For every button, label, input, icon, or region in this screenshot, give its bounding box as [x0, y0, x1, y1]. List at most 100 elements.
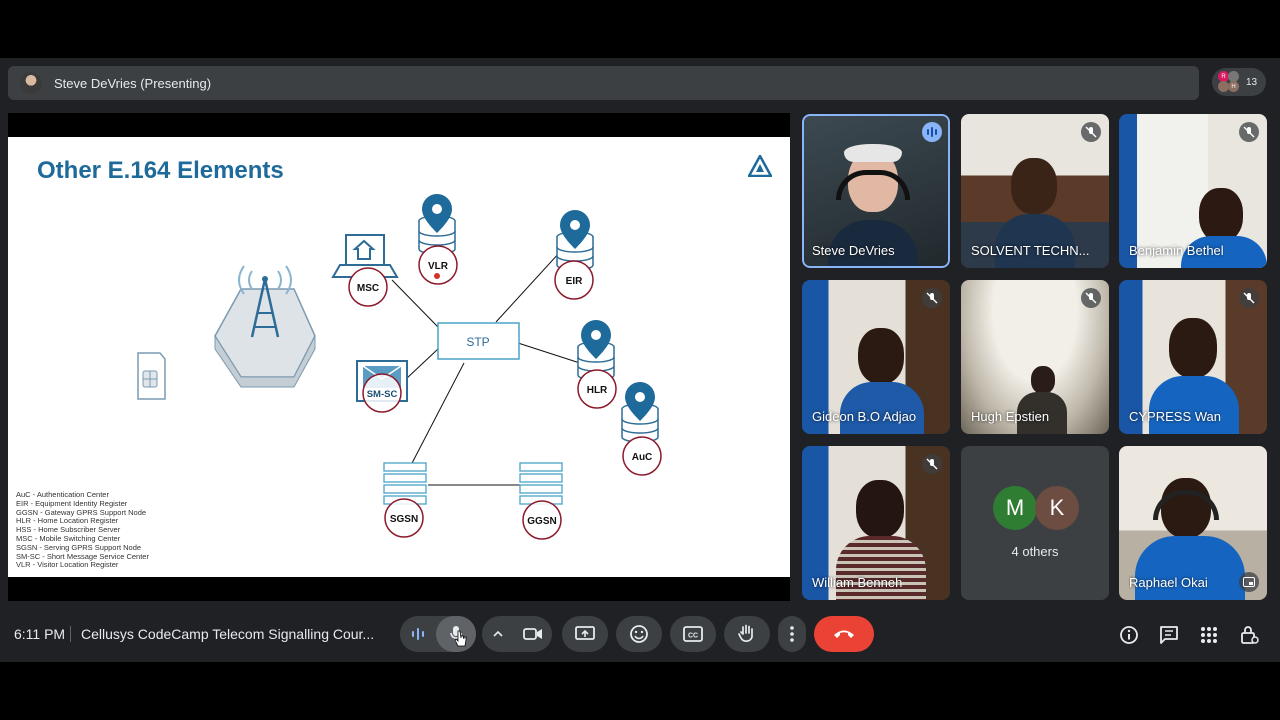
chevron-up-icon[interactable] — [493, 630, 503, 638]
auc-label: AuC — [632, 452, 653, 463]
ggsn-node: GGSN — [519, 462, 563, 540]
more-options-button[interactable] — [778, 616, 806, 652]
participant-name: SOLVENT TECHN... — [971, 243, 1090, 258]
video-feed — [828, 142, 918, 268]
letterbox-bottom — [0, 662, 1280, 720]
participant-name: CYPRESS Wan — [1129, 409, 1221, 424]
others-label: 4 others — [1011, 544, 1059, 559]
present-screen-button[interactable] — [562, 616, 608, 652]
mic-off-icon — [1239, 288, 1259, 308]
audio-level-icon — [411, 628, 425, 640]
meeting-title: Cellusys CodeCamp Telecom Signalling Cou… — [81, 626, 375, 642]
legend-item: EIR - Equipment Identity Register — [16, 498, 128, 508]
emoji-icon — [630, 625, 648, 643]
participant-tile-cypress-wan[interactable]: CYPRESS Wan — [1119, 280, 1267, 434]
slide-legend: AuC - Authentication Center EIR - Equipm… — [16, 490, 149, 570]
smsc-node: SM-SC — [356, 360, 408, 413]
legend-item: SGSN - Serving GPRS Support Node — [16, 542, 142, 552]
mic-off-icon — [1239, 122, 1259, 142]
present-screen-icon — [575, 626, 595, 640]
reactions-button[interactable] — [616, 616, 662, 652]
mini-avatar: H — [1228, 81, 1239, 92]
mouse-pointer-icon — [454, 630, 467, 647]
active-speaker-outline — [802, 114, 950, 268]
microphone-icon[interactable] — [436, 616, 476, 652]
host-controls-button[interactable] — [1238, 624, 1260, 646]
others-tile[interactable]: M K 4 others — [961, 446, 1109, 600]
participant-name: Raphael Okai — [1129, 575, 1208, 590]
participant-tile-benjamin-bethel[interactable]: Benjamin Bethel — [1119, 114, 1267, 268]
presentation-slide: Other E.164 Elements — [8, 137, 790, 577]
hlr-label: HLR — [587, 385, 608, 396]
camera-icon[interactable] — [514, 616, 552, 652]
legend-item: GGSN - Gateway GPRS Support Node — [16, 507, 147, 517]
video-feed — [840, 328, 924, 434]
mic-off-icon — [1081, 288, 1101, 308]
more-vert-icon — [790, 626, 794, 642]
participant-tile-william-benneh[interactable]: William Benneh — [802, 446, 950, 600]
video-feed — [1135, 478, 1245, 600]
participant-tile-hugh-epstien[interactable]: Hugh Epstien — [961, 280, 1109, 434]
letterbox-top — [0, 0, 1280, 58]
eir-node: EIR — [554, 210, 594, 300]
others-avatars: M K — [993, 486, 1079, 530]
video-feed — [836, 480, 926, 600]
participants-button[interactable]: R H 13 — [1212, 68, 1266, 96]
participant-avatars: R H — [1218, 71, 1240, 93]
bottom-control-bar: 6:11 PM Cellusys CodeCamp Telecom Signal… — [0, 606, 1280, 662]
vlr-node: VLR — [418, 194, 458, 285]
leave-call-button[interactable] — [814, 616, 874, 652]
shared-screen: Other E.164 Elements — [8, 113, 790, 601]
info-icon — [1120, 626, 1138, 644]
participant-tile-solvent-techn[interactable]: SOLVENT TECHN... — [961, 114, 1109, 268]
sgsn-label: SGSN — [390, 514, 418, 525]
raise-hand-button[interactable] — [724, 616, 770, 652]
camera-button-group[interactable] — [482, 616, 552, 652]
chat-button[interactable] — [1158, 624, 1180, 646]
network-diagram: MSC VLR — [137, 194, 662, 540]
captions-button[interactable]: CC — [670, 616, 716, 652]
participant-name: Steve DeVries — [812, 243, 895, 258]
clock: 6:11 PM — [14, 626, 66, 642]
participant-tile-steve-devries[interactable]: Steve DeVries — [802, 114, 950, 268]
hlr-node: HLR — [577, 320, 617, 409]
participant-name: Benjamin Bethel — [1129, 243, 1224, 258]
lock-person-icon — [1241, 626, 1259, 644]
participant-name: Hugh Epstien — [971, 409, 1050, 424]
meeting-details-button[interactable] — [1118, 624, 1140, 646]
speaking-indicator-icon — [922, 122, 942, 142]
video-feed — [1017, 366, 1067, 434]
participant-name: Gideon B.O Adjao — [812, 409, 917, 424]
video-feed — [1149, 318, 1239, 434]
sim-card-icon — [137, 352, 166, 400]
chat-icon — [1160, 626, 1178, 644]
presenter-name: Steve DeVries (Presenting) — [54, 75, 212, 91]
hand-icon — [738, 624, 753, 642]
mic-off-icon — [922, 454, 942, 474]
avatar: K — [1035, 486, 1079, 530]
mic-button-group[interactable] — [400, 616, 476, 652]
svg-text:CC: CC — [688, 633, 698, 640]
slide-title: Other E.164 Elements — [37, 157, 284, 184]
stp-label: STP — [466, 335, 489, 349]
eir-label: EIR — [566, 276, 583, 287]
legend-item: HLR - Home Location Register — [16, 516, 119, 526]
participant-tile-raphael-okai[interactable]: Raphael Okai — [1119, 446, 1267, 600]
mic-off-icon — [1081, 122, 1101, 142]
stp-node: STP — [437, 322, 520, 360]
closed-captions-icon: CC — [683, 626, 703, 642]
triangle-logo-icon — [748, 155, 772, 177]
avatar: M — [993, 486, 1037, 530]
activities-button[interactable] — [1198, 624, 1220, 646]
divider — [70, 626, 71, 642]
mini-avatar-photo — [1228, 71, 1239, 82]
msc-label: MSC — [357, 283, 379, 294]
presenter-avatar — [20, 72, 42, 94]
mic-off-icon — [922, 288, 942, 308]
msc-node: MSC — [331, 234, 399, 307]
auc-node: AuC — [621, 382, 662, 476]
picture-in-picture-icon[interactable] — [1239, 572, 1259, 592]
participant-tile-gideon-adjao[interactable]: Gideon B.O Adjao — [802, 280, 950, 434]
presenter-bar[interactable]: Steve DeVries (Presenting) — [8, 66, 1199, 100]
